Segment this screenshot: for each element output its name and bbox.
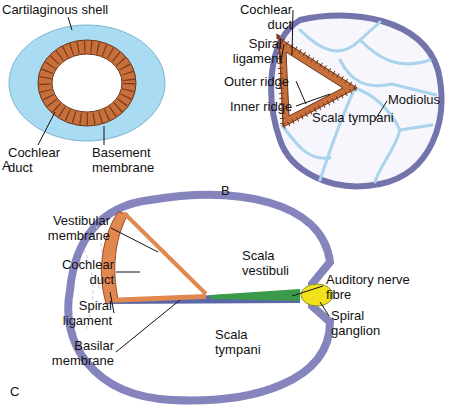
part-label: Cochlear duct xyxy=(48,257,114,287)
part-label: Scala vestibuli xyxy=(242,248,304,278)
part-label: Auditory nerve fibre xyxy=(326,272,426,302)
leader-line xyxy=(296,94,330,106)
leader-line xyxy=(111,228,158,252)
mesenchyme-strand xyxy=(375,130,400,182)
panel-letter: B xyxy=(221,183,230,198)
cochlear-duct-ring xyxy=(45,47,129,119)
part-label: Vestibular membrane xyxy=(34,213,110,243)
duct-lumen-line xyxy=(52,54,122,112)
leader-line xyxy=(292,10,293,55)
part-label: Spiral ganglion xyxy=(331,308,393,338)
part-label: Cochlear duct xyxy=(8,145,70,175)
vestibular-membrane xyxy=(124,213,206,294)
part-label: Spiral ligament xyxy=(220,36,282,66)
part-label: Scala tympani xyxy=(215,327,275,357)
leader-line xyxy=(38,112,55,145)
otic-capsule xyxy=(271,15,441,186)
leader-line xyxy=(68,17,72,30)
part-label: Inner ridge xyxy=(230,99,292,114)
part-label: Scala tympani xyxy=(312,110,394,125)
leader-line xyxy=(116,300,180,352)
nerve-fibre-band xyxy=(210,289,300,301)
mesenchyme-strand xyxy=(360,40,430,64)
panel-letter: A xyxy=(2,158,11,173)
basement-membrane-line xyxy=(38,40,136,126)
leader-line xyxy=(104,126,105,145)
leader-line xyxy=(320,302,329,316)
leader-line xyxy=(292,286,323,296)
duct-cells xyxy=(45,47,129,119)
part-label: Cartilaginous shell xyxy=(2,2,108,17)
leader-line xyxy=(296,81,306,104)
duct-floor xyxy=(106,294,206,303)
part-label: Outer ridge xyxy=(224,74,289,89)
mesenchyme-strand xyxy=(282,125,330,158)
part-label: Modiolus xyxy=(388,92,440,107)
cartilaginous-shell xyxy=(9,25,165,141)
part-label: Basilar membrane xyxy=(42,338,114,368)
panel-letter: C xyxy=(10,384,19,399)
part-label: Basement membrane xyxy=(92,145,162,175)
part-label: Cochlear duct xyxy=(220,2,292,32)
duct-lumen xyxy=(286,52,343,116)
part-label: Spiral ligament xyxy=(46,298,112,328)
leader-line xyxy=(116,272,140,273)
